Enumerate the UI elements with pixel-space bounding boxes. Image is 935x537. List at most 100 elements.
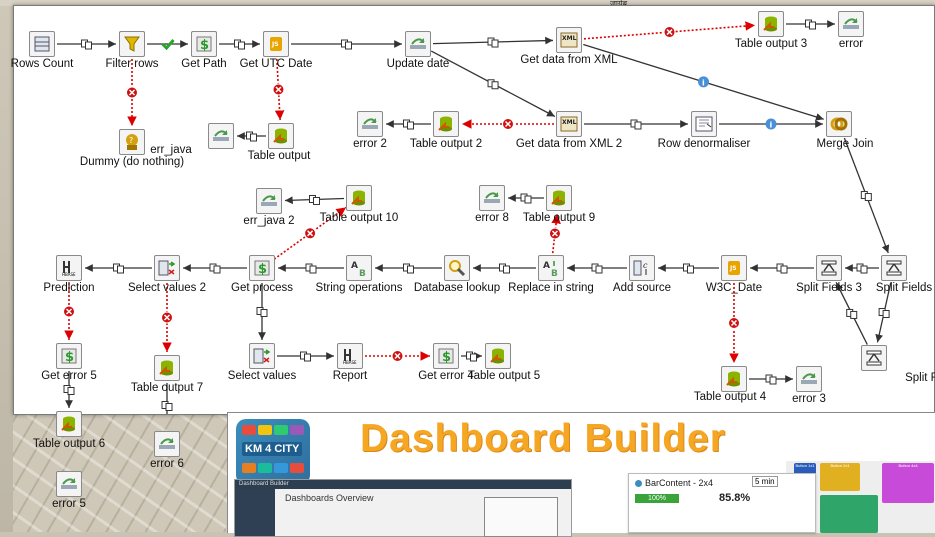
select-icon [158, 259, 176, 277]
copy-hop-icon [856, 263, 868, 274]
step-table-output-6[interactable] [56, 411, 82, 437]
step-table-output[interactable] [268, 123, 294, 149]
svg-text:JS: JS [729, 265, 737, 272]
step-select-values[interactable] [249, 343, 275, 369]
svg-text:A: A [351, 261, 358, 271]
step-table-output-3[interactable] [758, 11, 784, 37]
step-dummy[interactable]: ? [119, 129, 145, 155]
copy-hop-icon [300, 351, 311, 362]
step-w3c-date[interactable]: JS [721, 255, 747, 281]
svg-text:HBASE: HBASE [343, 360, 357, 365]
copy-hop-icon [403, 119, 414, 130]
copy-hop-icon [256, 307, 268, 317]
step-table-output-9[interactable] [546, 185, 572, 211]
step-update-date[interactable] [405, 31, 431, 57]
info-hop-icon: i [698, 76, 710, 88]
step-label-filter-rows: Filter rows [105, 58, 159, 70]
step-err-java-2[interactable] [256, 188, 282, 214]
step-label-err-java-2: err_java 2 [243, 215, 295, 227]
step-error-5[interactable] [56, 471, 82, 497]
svg-text:A: A [543, 261, 550, 271]
copy-hop-icon [308, 194, 320, 205]
step-get-process[interactable]: $ [249, 255, 275, 281]
tile-button-3: Button 4x4 [882, 463, 934, 503]
step-table-output-4[interactable] [721, 366, 747, 392]
step-split-fields-2[interactable] [861, 345, 887, 371]
km4city-logo: KM 4 CITY [236, 419, 310, 485]
step-get-error-4[interactable]: $ [433, 343, 459, 369]
step-row-denormaliser[interactable] [691, 111, 717, 137]
step-rows-count[interactable] [29, 31, 55, 57]
update-icon [800, 370, 818, 388]
step-merge-join[interactable] [826, 111, 852, 137]
step-label-merge-join: Merge Join [816, 138, 874, 150]
step-split-fields[interactable] [881, 255, 907, 281]
svg-text:?: ? [129, 136, 133, 145]
step-database-lookup[interactable] [444, 255, 470, 281]
step-table-output-5[interactable] [485, 343, 511, 369]
svg-text:B: B [359, 269, 366, 277]
error-hop-icon [126, 86, 138, 99]
step-get-path[interactable]: $ [191, 31, 217, 57]
step-split-fields-3[interactable] [816, 255, 842, 281]
hop-replace-in-string-to-table-output-9[interactable] [551, 213, 561, 254]
denormalise-icon [695, 115, 713, 133]
step-table-output-10[interactable] [346, 185, 372, 211]
step-get-data-from-xml[interactable]: XML [556, 27, 582, 53]
step-err-java[interactable] [208, 123, 234, 149]
database-icon [550, 189, 568, 207]
step-table-output-2[interactable] [433, 111, 459, 137]
script-icon: $ [195, 35, 213, 53]
step-error-3[interactable] [796, 366, 822, 392]
error-hop-icon [391, 350, 404, 362]
step-error-2[interactable] [357, 111, 383, 137]
step-label-get-data-from-xml: Get data from XML [520, 54, 618, 66]
step-label-split-fields-2: Split Fields 2 [905, 372, 935, 384]
table-icon [33, 35, 51, 53]
step-label-table-output-7: Table output 7 [130, 382, 204, 394]
step-prediction[interactable]: HBASE [56, 255, 82, 281]
svg-text:HBASE: HBASE [62, 272, 76, 277]
step-error-8[interactable] [479, 185, 505, 211]
logo-text: KM 4 CITY [242, 442, 303, 456]
step-label-table-output-9: Table output 9 [522, 212, 596, 224]
info-hop-icon: i [765, 118, 777, 130]
step-report[interactable]: HBASE [337, 343, 363, 369]
step-label-add-source: Add source [612, 282, 672, 294]
step-error[interactable] [838, 11, 864, 37]
copy-hop-icon [341, 39, 352, 50]
step-get-utc-date[interactable]: JS [263, 31, 289, 57]
update-icon [212, 127, 230, 145]
copy-hop-icon [499, 263, 510, 274]
step-filter-rows[interactable] [119, 31, 145, 57]
error-hop-icon [502, 118, 514, 130]
step-label-table-output-4: Table output 4 [693, 391, 767, 403]
copy-hop-icon [63, 385, 75, 395]
split-icon [820, 259, 838, 277]
script-icon: $ [60, 347, 78, 365]
svg-text:$: $ [200, 38, 209, 53]
step-add-source[interactable]: c [629, 255, 655, 281]
step-get-data-from-xml-2[interactable]: XML [556, 111, 582, 137]
copy-hop-icon [305, 263, 317, 274]
error-hop-icon [304, 227, 317, 240]
error-hop-icon [272, 83, 285, 96]
step-get-error-5[interactable]: $ [56, 343, 82, 369]
step-error-6[interactable] [154, 431, 180, 457]
step-label-get-data-from-xml-2: Get data from XML 2 [515, 138, 623, 150]
copy-hop-icon [487, 79, 499, 90]
tile-green [820, 495, 878, 533]
true-check-icon [161, 39, 175, 51]
widget-refresh-control[interactable]: 5 min [752, 476, 778, 487]
step-table-output-7[interactable] [154, 355, 180, 381]
database-icon [437, 115, 455, 133]
step-select-values-2[interactable] [154, 255, 180, 281]
left-map-pane [0, 0, 13, 532]
copy-hop-icon [246, 131, 257, 142]
database-icon [350, 189, 368, 207]
